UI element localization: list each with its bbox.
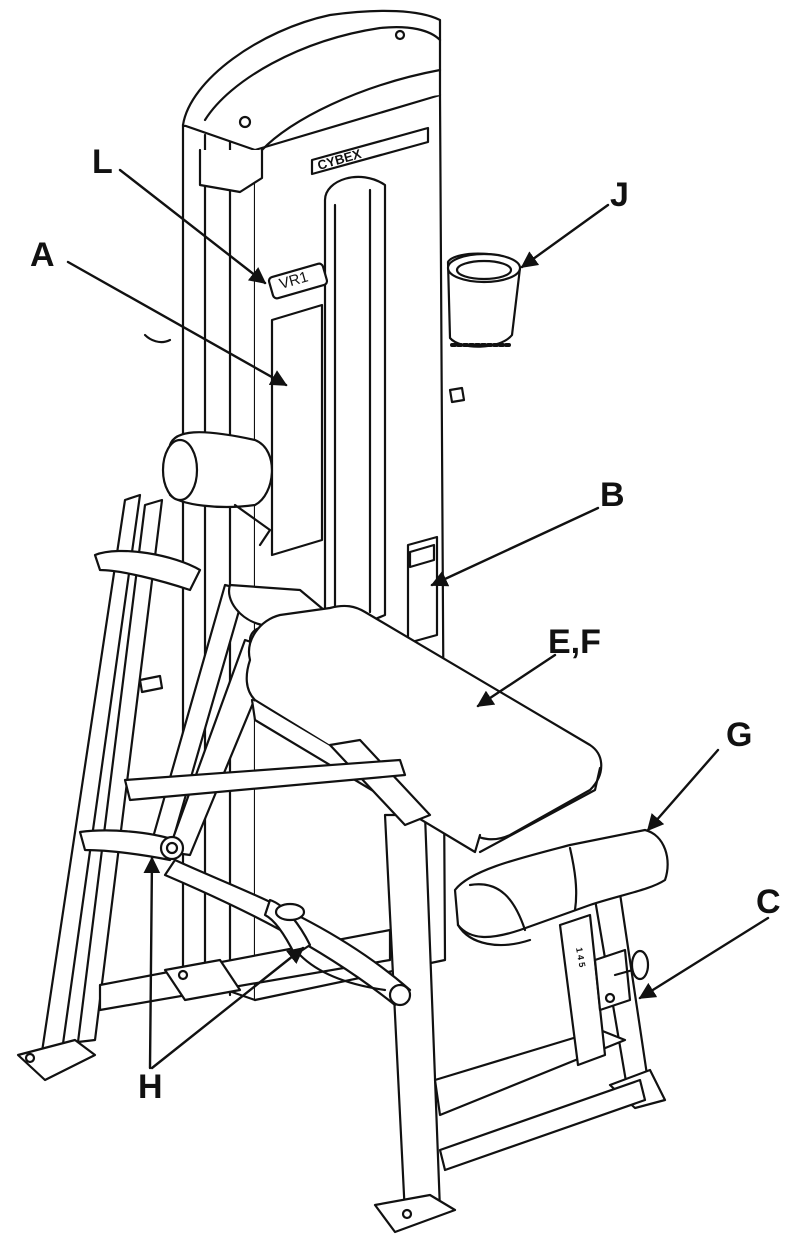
- callout-C: C: [756, 883, 781, 921]
- seat-pin-numbers: 1 4 5: [574, 947, 587, 968]
- leader-lines: [66, 168, 770, 1070]
- callout-B: B: [600, 476, 625, 514]
- leader-L: [118, 168, 267, 285]
- bottle-holder: [446, 252, 522, 404]
- leader-C: [638, 916, 770, 1000]
- leader-G: [646, 748, 720, 832]
- leader-B: [430, 506, 600, 587]
- seat-pad: [123, 738, 669, 1067]
- callout-EF: E,F: [548, 623, 601, 661]
- leader-H1: [143, 856, 161, 1070]
- callout-G: G: [726, 716, 753, 754]
- leader-A: [66, 260, 288, 387]
- base-frame: [16, 493, 667, 1234]
- callout-L: L: [92, 143, 113, 181]
- handle-assembly: [78, 829, 412, 1007]
- callout-A: A: [30, 236, 55, 274]
- leader-J: [520, 203, 610, 269]
- leader-H2: [150, 946, 305, 1070]
- callout-H: H: [138, 1068, 163, 1106]
- thigh-roller-pad: [161, 431, 273, 547]
- callout-J: J: [610, 176, 629, 214]
- leader-EF: [476, 653, 557, 708]
